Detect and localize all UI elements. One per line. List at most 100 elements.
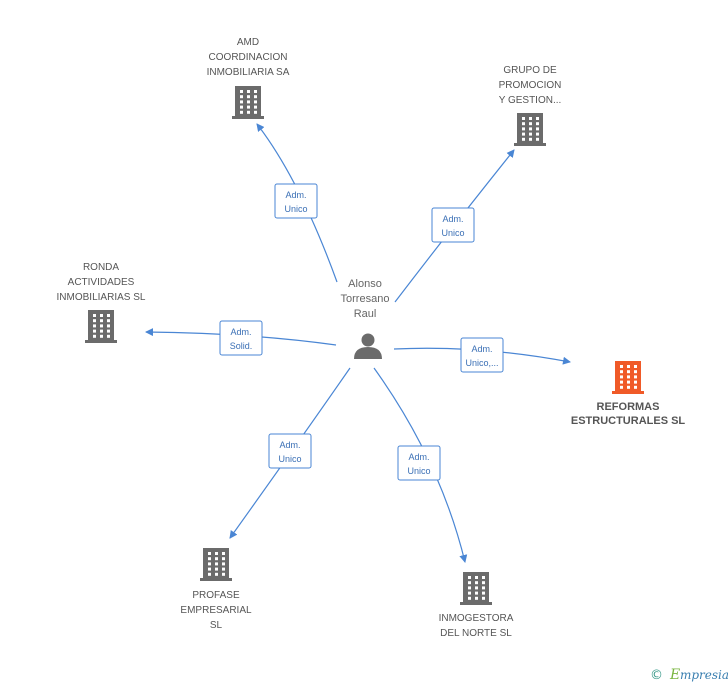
building-icon-window <box>208 572 211 576</box>
company-label: COORDINACION <box>209 52 288 63</box>
building-icon-window <box>208 557 211 561</box>
building-icon-window <box>536 117 539 120</box>
brand-name: mpresia <box>680 668 728 682</box>
edge-ronda[interactable]: Adm.Solid. <box>145 320 337 356</box>
company-label: DEL NORTE SL <box>440 628 512 639</box>
edge-label-box[interactable] <box>460 337 504 373</box>
building-icon-window <box>620 380 623 384</box>
company-label: SL <box>210 620 223 631</box>
edge-label-box[interactable] <box>397 445 441 481</box>
building-icon-window <box>247 110 250 114</box>
edge-label-text: Adm. <box>230 327 251 337</box>
building-icon-window <box>247 100 250 104</box>
building-icon-window <box>634 380 637 384</box>
company-label: INMOGESTORA <box>439 613 514 624</box>
building-icon-window <box>240 110 243 114</box>
edge-label-text: Adm. <box>279 440 300 450</box>
building-icon-window <box>482 591 485 595</box>
building-icon-window <box>254 110 257 114</box>
edge-label-box[interactable] <box>274 183 318 219</box>
building-icon-window <box>468 586 471 590</box>
person-icon-body <box>354 347 382 359</box>
building-icon-window <box>468 581 471 585</box>
brand-watermark: © E mpresia <box>650 667 728 683</box>
building-icon-base <box>460 602 492 605</box>
building-icon <box>200 548 232 581</box>
building-icon-window <box>93 319 96 323</box>
building-icon-window <box>627 380 630 384</box>
building-icon-window <box>222 562 225 566</box>
edge-label-box[interactable] <box>219 320 263 356</box>
edge-amd[interactable]: Adm. Unico <box>256 123 338 283</box>
building-icon-window <box>536 127 539 131</box>
company-label: PROFASE <box>192 590 240 601</box>
building-icon-window <box>107 314 110 317</box>
building-icon-window <box>634 385 637 389</box>
building-icon-window <box>107 334 110 338</box>
building-icon-window <box>215 562 218 566</box>
edge-label-text: Unico <box>284 204 307 214</box>
edge-label-text: Unico <box>278 454 301 464</box>
person-label: Torresano <box>341 293 390 305</box>
building-icon-window <box>620 375 623 379</box>
building-icon-window <box>634 375 637 379</box>
edge-reformas[interactable]: Adm.Unico,... <box>393 337 571 373</box>
person-label: Alonso <box>348 278 382 290</box>
building-icon-window <box>240 90 243 93</box>
building-icon-window <box>100 319 103 323</box>
building-icon-window <box>100 314 103 317</box>
building-icon-window <box>208 567 211 571</box>
company-label: ACTIVIDADES <box>68 277 135 288</box>
edge-grupo[interactable]: Adm.Unico <box>394 149 515 303</box>
building-icon <box>514 113 546 146</box>
company-label: PROMOCION <box>499 80 562 91</box>
building-icon-window <box>240 105 243 109</box>
building-icon-window <box>215 552 218 555</box>
company-label: GRUPO DE <box>503 65 557 76</box>
company-node-inmogestora[interactable]: INMOGESTORA DEL NORTE SL <box>439 572 514 639</box>
edge-label-box[interactable] <box>431 207 475 243</box>
edge-label-text: Adm. <box>442 214 463 224</box>
building-icon-window <box>247 95 250 99</box>
building-icon-window <box>482 581 485 585</box>
building-icon-window <box>529 137 532 141</box>
edge-label-text: Adm. <box>285 190 306 200</box>
building-icon-window <box>482 576 485 579</box>
building-icon-window <box>522 137 525 141</box>
building-icon-window <box>620 365 623 368</box>
building-icon-window <box>475 586 478 590</box>
building-icon-window <box>627 365 630 368</box>
building-icon-window <box>536 137 539 141</box>
building-icon-window <box>222 572 225 576</box>
building-icon-window <box>254 95 257 99</box>
building-icon-window <box>107 329 110 333</box>
edge-inmogestora[interactable]: Adm.Unico <box>373 367 468 563</box>
building-icon-window <box>620 385 623 389</box>
building-icon-window <box>475 591 478 595</box>
building-icon-window <box>627 375 630 379</box>
brand-initial: E <box>669 667 680 683</box>
edge-label-text: Unico <box>407 466 430 476</box>
building-icon-window <box>482 586 485 590</box>
building-icon-window <box>93 329 96 333</box>
edge-label-text: Adm. <box>471 344 492 354</box>
building-icon-base <box>612 391 644 394</box>
building-icon <box>85 310 117 343</box>
building-icon-window <box>468 576 471 579</box>
building-icon-window <box>627 370 630 374</box>
edge-profase[interactable]: Adm. Unico <box>229 367 351 539</box>
building-icon-window <box>93 314 96 317</box>
edge-label-box[interactable] <box>268 433 312 469</box>
building-icon-window <box>522 127 525 131</box>
company-label: RONDA <box>83 262 119 273</box>
building-icon <box>612 361 644 394</box>
building-icon-window <box>107 319 110 323</box>
building-icon-window <box>475 576 478 579</box>
